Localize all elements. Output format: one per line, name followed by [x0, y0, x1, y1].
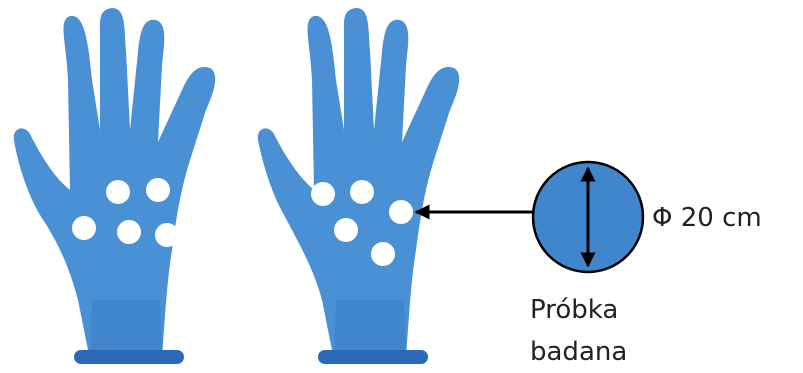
dot [146, 178, 170, 202]
diameter-label: Φ 20 cm [652, 203, 762, 233]
sample-circle-icon [533, 162, 643, 272]
dot [350, 180, 374, 204]
dot [72, 216, 96, 240]
sample-label-line1: Próbka [530, 295, 618, 325]
dot [371, 242, 395, 266]
dot [155, 223, 179, 247]
dot [106, 180, 130, 204]
dot [117, 220, 141, 244]
dot [334, 218, 358, 242]
dot [311, 182, 335, 206]
sample-label-line2: badana [530, 337, 627, 367]
dot [389, 200, 413, 224]
